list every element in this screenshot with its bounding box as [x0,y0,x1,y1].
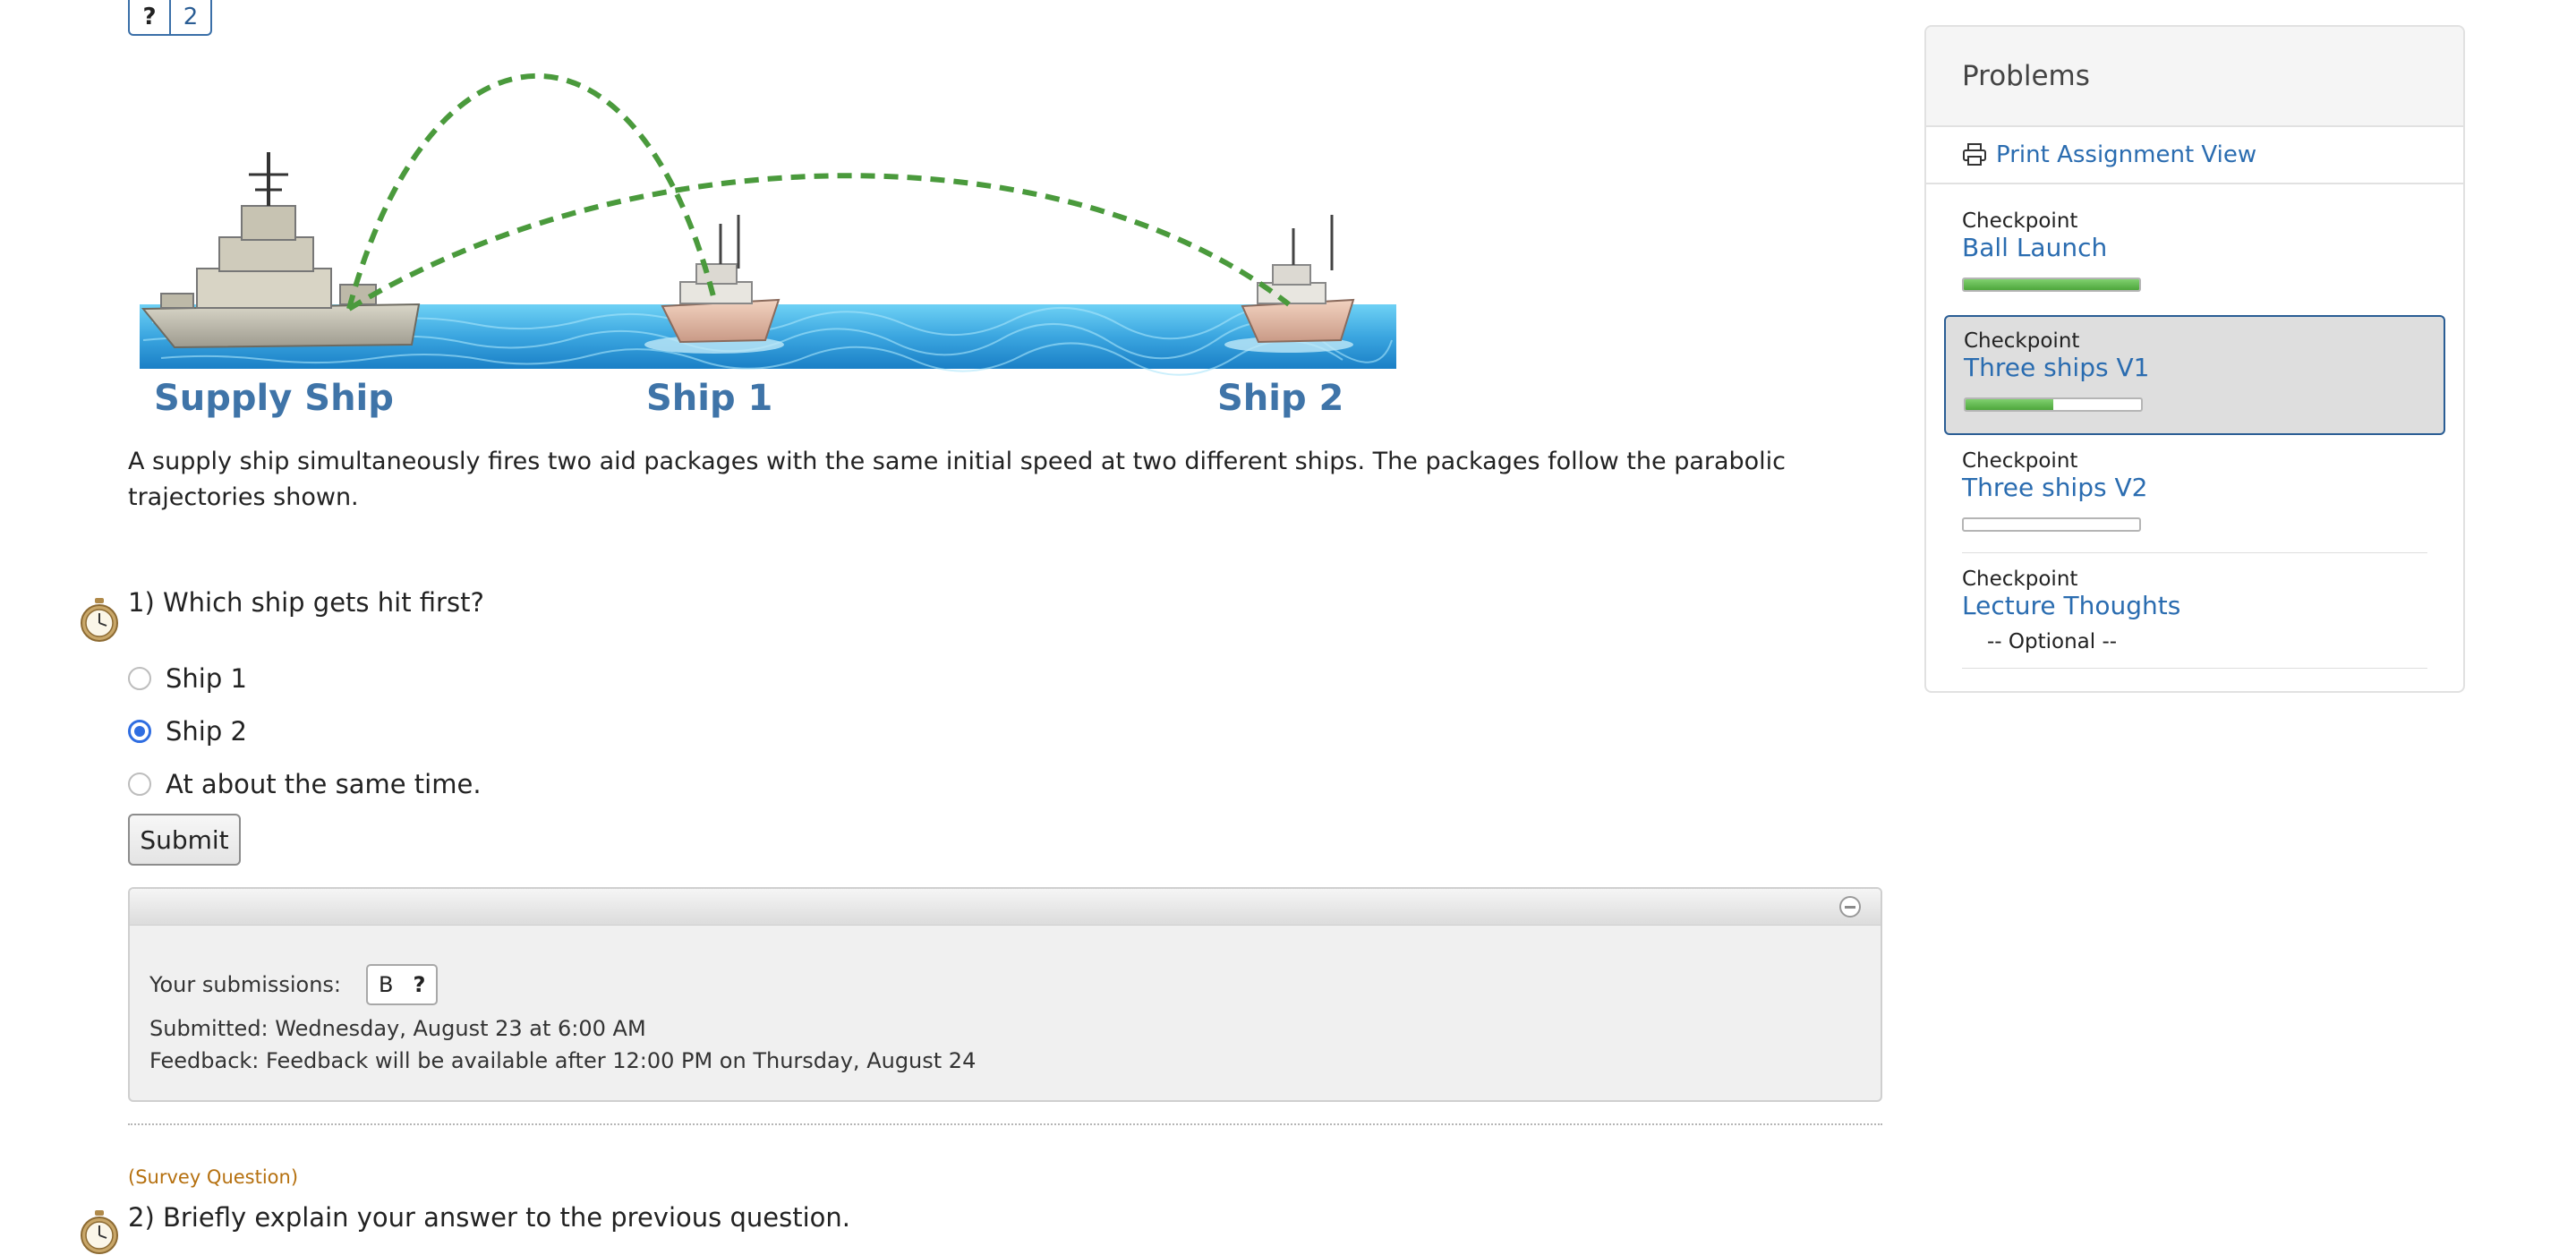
answer-choices: Ship 1 Ship 2 At about the same time. [128,652,482,810]
choice-ship-1[interactable]: Ship 1 [128,652,482,704]
checkpoint-type: Checkpoint [1964,329,2080,353]
progress-fill [1966,399,2053,410]
checkpoint-optional: -- Optional -- [1987,630,2118,653]
label-ship-1: Ship 1 [646,378,772,419]
printer-icon [1963,143,1986,166]
checkpoint-type: Checkpoint [1962,568,2078,591]
supply-ship [141,152,421,349]
choice-label: Ship 1 [166,662,247,694]
help-icon[interactable]: ? [413,972,426,997]
problems-sidebar: Problems Print Assignment View Checkpoin… [1924,25,2465,693]
submissions-label: Your submissions: [149,972,342,997]
problem-statement: A supply ship simultaneously fires two a… [128,448,1787,511]
choice-same-time[interactable]: At about the same time. [128,757,482,810]
question-1-text: 1) Which ship gets hit first? [128,587,484,618]
sidebar-title: Problems [1926,27,2463,127]
checkpoint-ball-launch[interactable]: Checkpoint Ball Launch [1962,209,2427,299]
radio-button[interactable] [128,666,151,690]
checkpoint-three-ships-v1[interactable]: Checkpoint Three ships V1 [1944,315,2445,435]
feedback-label: Feedback: [149,1048,260,1073]
ships-illustration: Supply Ship Ship 1 Ship 2 [140,73,1396,419]
trajectory-low [347,173,1291,312]
main-content: ? 2 [0,0,1880,1245]
stopwatch-icon [81,1210,118,1254]
checkpoint-progress-bar [1962,277,2141,292]
label-ship-2: Ship 2 [1217,378,1343,419]
feedback-line: Feedback: Feedback will be available aft… [149,1048,976,1073]
checkpoint-progress-bar [1962,517,2141,532]
submission-answer: B [379,972,394,997]
checkpoint-progress-bar [1964,397,2143,412]
question-2-text: 2) Briefly explain your answer to the pr… [128,1202,850,1233]
choice-label: At about the same time. [166,768,482,799]
submitted-line: Submitted: Wednesday, August 23 at 6:00 … [149,1016,646,1041]
print-assignment-link[interactable]: Print Assignment View [1926,127,2463,184]
feedback-value: Feedback will be available after 12:00 P… [266,1048,977,1073]
collapse-icon[interactable] [1839,896,1861,918]
submissions-row: Your submissions: B ? [149,964,439,1005]
label-supply-ship: Supply Ship [154,378,394,419]
submission-answer-box: B ? [366,964,439,1005]
problem-tag: ? 2 [128,0,212,36]
ship-2 [1224,215,1355,353]
checkpoint-three-ships-v2[interactable]: Checkpoint Three ships V2 [1962,449,2427,539]
checkpoint-title[interactable]: Three ships V2 [1962,473,2148,502]
progress-fill [1964,279,2139,290]
checkpoint-type: Checkpoint [1962,449,2078,473]
submit-button[interactable]: Submit [128,814,241,866]
checkpoint-type: Checkpoint [1962,209,2078,233]
choice-label: Ship 2 [166,715,247,747]
radio-button-selected[interactable] [128,719,151,743]
submissions-panel-header [130,889,1881,926]
stopwatch-icon [81,598,118,642]
radio-button[interactable] [128,772,151,796]
checkpoint-title[interactable]: Ball Launch [1962,233,2108,262]
submissions-panel: Your submissions: B ? Submitted: Wednesd… [128,887,1882,1102]
problem-number: 2 [183,4,199,30]
ships-figure: Supply Ship Ship 1 Ship 2 [134,45,1405,430]
checkpoint-title[interactable]: Three ships V1 [1964,353,2150,382]
print-assignment-label: Print Assignment View [1996,141,2257,168]
checkpoint-lecture-thoughts[interactable]: Checkpoint Lecture Thoughts -- Optional … [1962,568,2427,666]
choice-ship-2[interactable]: Ship 2 [128,704,482,757]
trajectory-high [346,73,717,310]
checkpoint-separator [1962,668,2427,669]
checkpoint-separator [1962,552,2427,553]
question-divider [128,1123,1882,1125]
submitted-value: Wednesday, August 23 at 6:00 AM [275,1016,646,1041]
survey-question-tag: (Survey Question) [128,1166,299,1188]
help-icon[interactable]: ? [130,0,171,34]
checkpoint-title[interactable]: Lecture Thoughts [1962,591,2181,620]
ship-1 [644,215,784,354]
submitted-label: Submitted: [149,1016,269,1041]
